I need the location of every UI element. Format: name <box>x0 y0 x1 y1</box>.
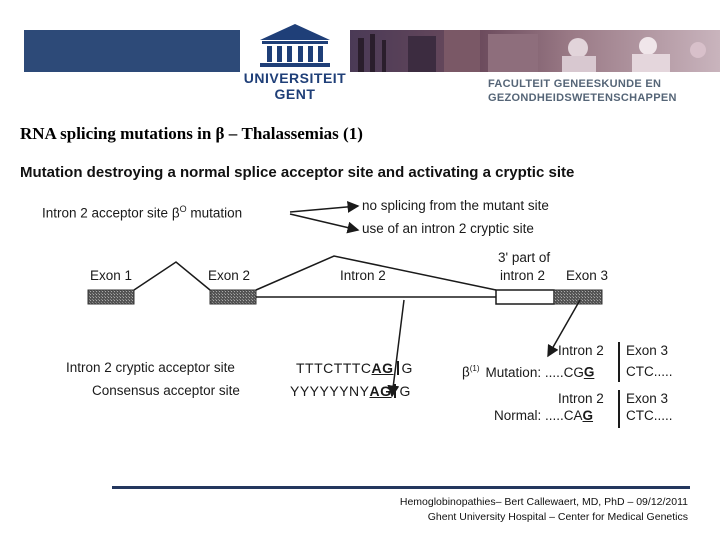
consensus-seq-ag: AG <box>369 383 392 399</box>
faculty-name-line1: FACULTEIT GENEESKUNDE EN <box>488 78 662 90</box>
mutation-row: β(1) Mutation: .....CGG <box>462 364 594 380</box>
faculty-name-line2: GEZONDHEIDSWETENSCHAPPEN <box>488 92 677 104</box>
mutation-block-exon: Exon 3 <box>626 343 669 358</box>
exon1-label: Exon 1 <box>90 268 133 283</box>
mutation-row-text: Mutation: .....CG <box>485 364 584 380</box>
footer-rule <box>112 486 690 489</box>
splice-arc-1 <box>133 261 211 291</box>
cryptic-site-label: Intron 2 cryptic acceptor site <box>66 360 235 375</box>
mutation-label-sup: O <box>179 204 187 214</box>
header-photo-strip <box>348 30 720 72</box>
mutation-row-sup: (1) <box>469 364 480 373</box>
pointer-to-mutation <box>547 299 581 358</box>
mutation-label-text: Intron 2 acceptor site β <box>42 205 180 221</box>
pointer-to-sequence <box>387 299 405 398</box>
mutation-row-beta: β <box>462 364 470 380</box>
effect-cryptic-site: use of an intron 2 cryptic site <box>362 221 534 236</box>
mutation-label: Intron 2 acceptor site βO mutation <box>42 204 242 221</box>
splice-arc-2 <box>255 255 497 291</box>
consensus-site-sequence: YYYYYYNYAG G <box>290 383 411 399</box>
normal-row: Normal: .....CAG <box>494 408 593 423</box>
intron2-3prime-block <box>495 289 555 305</box>
mutation-row-exon-seq: CTC..... <box>626 364 673 379</box>
header-photo-collage <box>348 30 720 72</box>
mutation-row-g: G <box>583 364 595 380</box>
slide-subtitle: Mutation destroying a normal splice acce… <box>20 164 575 181</box>
normal-block-exon: Exon 3 <box>626 391 669 406</box>
normal-block-intron: Intron 2 <box>558 391 604 406</box>
footer-line1: Hemoglobinopathies– Bert Callewaert, MD,… <box>399 496 688 508</box>
cryptic-splice-mark <box>396 361 399 375</box>
mutation-block-intron: Intron 2 <box>558 343 604 358</box>
logo-text-line1: UNIVERSITEIT <box>243 70 347 86</box>
footer-line2: Ghent University Hospital – Center for M… <box>427 511 688 523</box>
logo-text-line2: GENT <box>274 86 316 102</box>
three-prime-label-line2: intron 2 <box>500 268 546 283</box>
intron2-label: Intron 2 <box>340 268 386 283</box>
exon3-block <box>553 289 603 305</box>
exon1-block <box>87 289 135 305</box>
cryptic-seq-prefix: TTTCTTTC <box>296 360 372 376</box>
exon2-block <box>209 289 257 305</box>
normal-boundary-line <box>618 390 620 428</box>
normal-row-text: Normal: .....CA <box>494 408 583 423</box>
exon2-label: Exon 2 <box>208 268 251 283</box>
three-prime-label-line1: 3' part of <box>498 250 551 265</box>
arrow-no-splicing <box>289 200 360 213</box>
arrow-cryptic-site <box>289 213 360 234</box>
slide-title: RNA splicing mutations in β – Thalassemi… <box>20 124 363 143</box>
university-logo: UNIVERSITEIT GENT <box>240 18 350 108</box>
cryptic-site-sequence: TTTCTTTCAG G <box>296 360 413 376</box>
header-banner-left <box>24 30 242 72</box>
normal-row-exon-seq: CTC..... <box>626 408 673 423</box>
cryptic-seq-ag: AG <box>371 360 394 376</box>
normal-row-g: G <box>582 408 594 423</box>
cryptic-seq-suffix: G <box>401 360 413 376</box>
consensus-splice-mark <box>394 384 397 398</box>
exon3-label: Exon 3 <box>566 268 609 283</box>
mutation-label-suffix: mutation <box>186 205 243 221</box>
effect-no-splicing: no splicing from the mutant site <box>362 198 549 213</box>
mutation-boundary-line <box>618 342 620 382</box>
consensus-site-label: Consensus acceptor site <box>92 383 240 398</box>
consensus-seq-suffix: G <box>399 383 411 399</box>
building-icon <box>260 24 330 67</box>
consensus-seq-prefix: YYYYYYNY <box>290 383 370 399</box>
